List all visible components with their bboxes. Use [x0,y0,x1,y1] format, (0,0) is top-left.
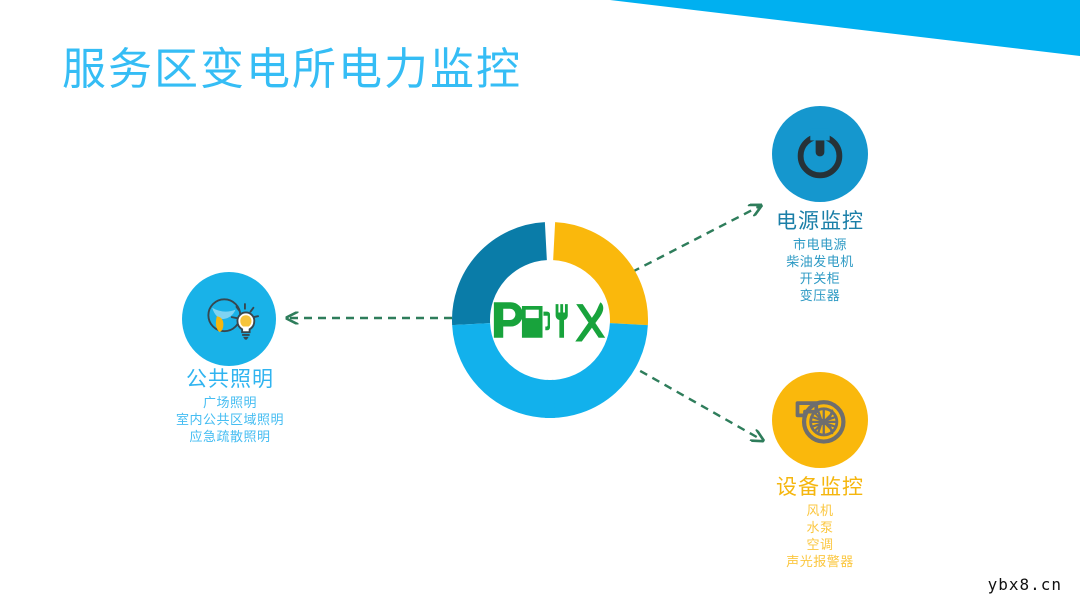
power-node-icon-circle[interactable] [772,106,868,202]
power-node-heading: 电源监控 [776,209,864,233]
power-item-0: 市电电源 [792,238,847,253]
globe-lightbulb-icon [207,298,259,340]
lighting-node-list: 广场照明 室内公共区域照明 应急疏散照明 [100,395,360,446]
power-item-2: 开关柜 [799,272,841,287]
lighting-node-icon-circle[interactable] [182,272,276,366]
donut-segment-top-right [552,222,648,326]
equipment-node-heading: 设备监控 [776,475,864,499]
equipment-item-0: 风机 [806,504,834,519]
power-item-3: 变压器 [799,289,841,304]
equipment-item-2: 空调 [806,538,834,553]
blower-fan-icon [795,400,846,444]
center-donut [452,222,648,418]
lighting-node-heading: 公共照明 [186,367,274,391]
equipment-node-text: 设备监控 风机 水泵 空调 声光报警器 [690,474,950,571]
connector-to-equipment [627,362,762,440]
lighting-item-1: 室内公共区域照明 [175,413,284,428]
equipment-item-3: 声光报警器 [786,555,854,570]
equipment-item-1: 水泵 [806,521,834,536]
donut-segment-bottom-right [544,322,648,418]
lighting-item-2: 应急疏散照明 [189,430,271,445]
donut-segment-top-left [452,222,548,326]
lighting-item-0: 广场照明 [202,396,257,411]
lighting-node-text: 公共照明 广场照明 室内公共区域照明 应急疏散照明 [100,366,360,446]
corner-wedge-decoration [610,0,1080,56]
watermark: ybx8.cn [987,575,1062,594]
equipment-node-list: 风机 水泵 空调 声光报警器 [690,503,950,571]
equipment-node-icon-circle[interactable] [772,372,868,468]
power-item-1: 柴油发电机 [786,255,854,270]
power-icon [797,128,843,179]
power-node-list: 市电电源 柴油发电机 开关柜 变压器 [690,237,950,305]
power-node-text: 电源监控 市电电源 柴油发电机 开关柜 变压器 [690,208,950,305]
donut-segment-bottom-left [452,322,556,418]
page-title: 服务区变电所电力监控 [62,44,522,95]
